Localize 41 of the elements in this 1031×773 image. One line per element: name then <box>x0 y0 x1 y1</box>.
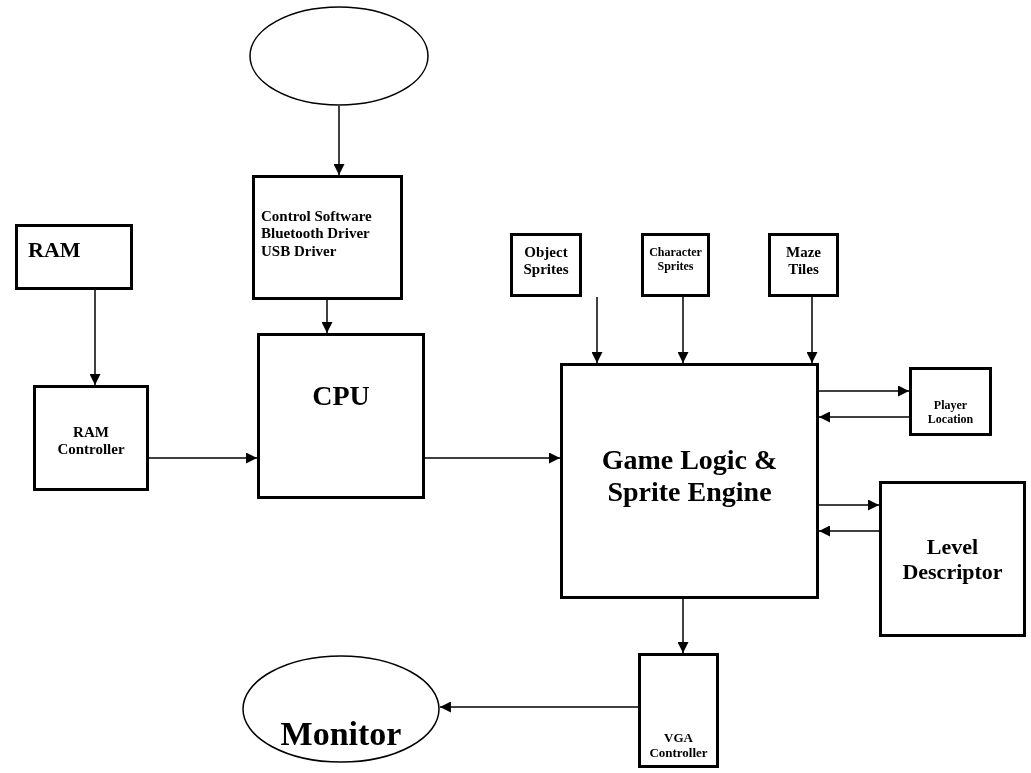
block-box <box>641 233 710 297</box>
block-label: Monitor <box>280 713 402 753</box>
arrow <box>321 299 333 334</box>
block-label: CPU <box>312 380 370 413</box>
block-box <box>638 653 719 768</box>
block-label: Game Logic & Sprite Engine <box>600 443 779 509</box>
block-box <box>15 224 133 290</box>
arrow <box>424 452 561 464</box>
block-box <box>252 175 403 300</box>
ellipse-node <box>242 655 440 763</box>
block-label: RAM <box>28 237 81 263</box>
arrow <box>818 525 880 537</box>
arrow <box>89 289 101 386</box>
block-label: VGA Controller <box>648 731 709 761</box>
arrow <box>818 499 880 511</box>
block-label: RAM Controller <box>56 424 126 459</box>
ellipse-node <box>249 6 429 106</box>
arrow <box>677 296 689 364</box>
block-label: Control Software <box>261 208 372 226</box>
block-label: Player Location <box>926 399 975 427</box>
arrow <box>677 598 689 654</box>
arrow <box>806 296 818 364</box>
arrow <box>591 296 603 364</box>
block-box <box>33 385 149 491</box>
arrow <box>333 105 345 176</box>
block-box <box>768 233 839 297</box>
block-box <box>510 233 582 297</box>
block-label: Character Sprites <box>648 246 703 274</box>
arrow <box>439 701 639 713</box>
block-box <box>879 481 1026 637</box>
block-label: Level Descriptor <box>901 533 1004 585</box>
arrow <box>148 452 258 464</box>
block-label: Object Sprites <box>522 244 570 279</box>
arrow <box>818 411 910 423</box>
arrow <box>818 385 910 397</box>
block-label: Bluetooth Driver <box>261 225 370 243</box>
block-label: USB Driver <box>261 242 337 260</box>
block-box <box>257 333 425 499</box>
block-box <box>560 363 819 599</box>
block-box <box>909 367 992 436</box>
block-label: Maze Tiles <box>785 244 822 279</box>
